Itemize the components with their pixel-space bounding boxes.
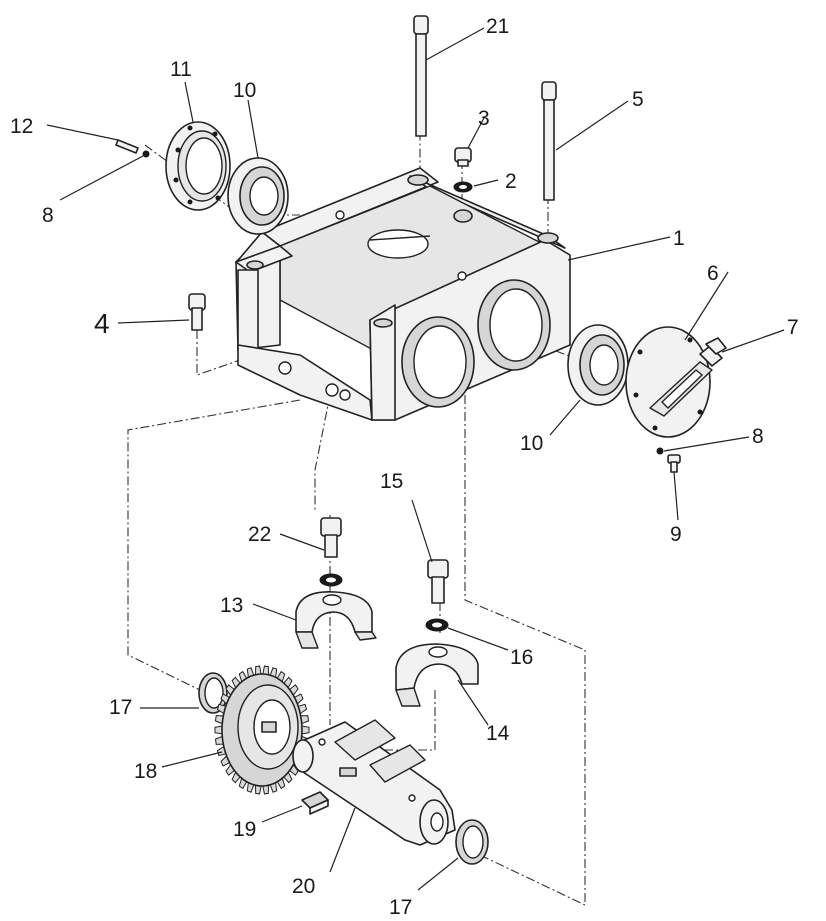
bolt-part-15	[427, 559, 449, 604]
retaining-ring-part-17-left	[198, 672, 228, 714]
gear-part-18	[214, 665, 310, 795]
bearing-part-10-right	[567, 324, 629, 406]
bearing-part-10-left	[227, 157, 289, 235]
screw-part-9	[667, 454, 681, 473]
washer-part-8-left	[142, 150, 150, 158]
callout-4: 4	[94, 308, 110, 339]
long-bolt-part-5	[541, 81, 557, 201]
plug-boss	[453, 209, 473, 223]
callout-18: 18	[134, 760, 157, 783]
pin-part-12	[115, 139, 139, 154]
gear-tooth	[301, 725, 310, 735]
washer-part-2	[453, 181, 473, 193]
long-bolt-part-21	[413, 15, 429, 137]
bearing-cap-part-14	[395, 643, 479, 707]
callout-17-left: 17	[109, 696, 132, 719]
plug-part-3	[454, 147, 472, 167]
vent-plug-part-7	[699, 337, 727, 367]
callout-17-right: 17	[389, 896, 412, 919]
callout-22: 22	[248, 523, 271, 546]
key-part-19	[301, 791, 329, 815]
shaft-part-20	[292, 719, 456, 846]
leader-lines	[46, 27, 785, 891]
gear-tooth	[214, 725, 223, 735]
callout-14: 14	[486, 722, 510, 745]
bearing-cap-part-13	[295, 591, 377, 649]
callout-3: 3	[478, 107, 490, 130]
callout-15: 15	[380, 470, 403, 493]
callout-12: 12	[10, 115, 33, 138]
bolt-part-22	[320, 517, 342, 558]
callout-19: 19	[233, 818, 256, 841]
housing-part-1	[235, 167, 571, 421]
callout-21: 21	[486, 15, 509, 38]
end-cover-part-6	[625, 326, 713, 438]
callout-1: 1	[673, 227, 685, 250]
callout-10-left: 10	[233, 79, 256, 102]
callout-20: 20	[292, 875, 315, 898]
callout-8-left: 8	[42, 204, 54, 227]
callout-11: 11	[170, 58, 192, 81]
callout-6: 6	[707, 262, 719, 285]
bolt-part-4	[188, 293, 206, 331]
callout-2: 2	[505, 170, 517, 193]
callout-13: 13	[220, 594, 243, 617]
callout-16: 16	[510, 646, 533, 669]
callout-labels: 21 3 2 5 1 6 7 8 9 10 11 10 12 8 4 22 13…	[10, 15, 799, 919]
washer-part-22	[319, 573, 343, 587]
callout-8-right: 8	[752, 425, 764, 448]
callout-9: 9	[670, 523, 682, 546]
washer-part-8-right	[656, 447, 664, 455]
callout-7: 7	[787, 316, 799, 339]
callout-5: 5	[632, 88, 644, 111]
washer-part-16	[425, 618, 449, 632]
callout-10-right: 10	[520, 432, 543, 455]
bearing-cover-part-11	[165, 121, 231, 211]
retaining-ring-part-17-right	[455, 819, 489, 865]
